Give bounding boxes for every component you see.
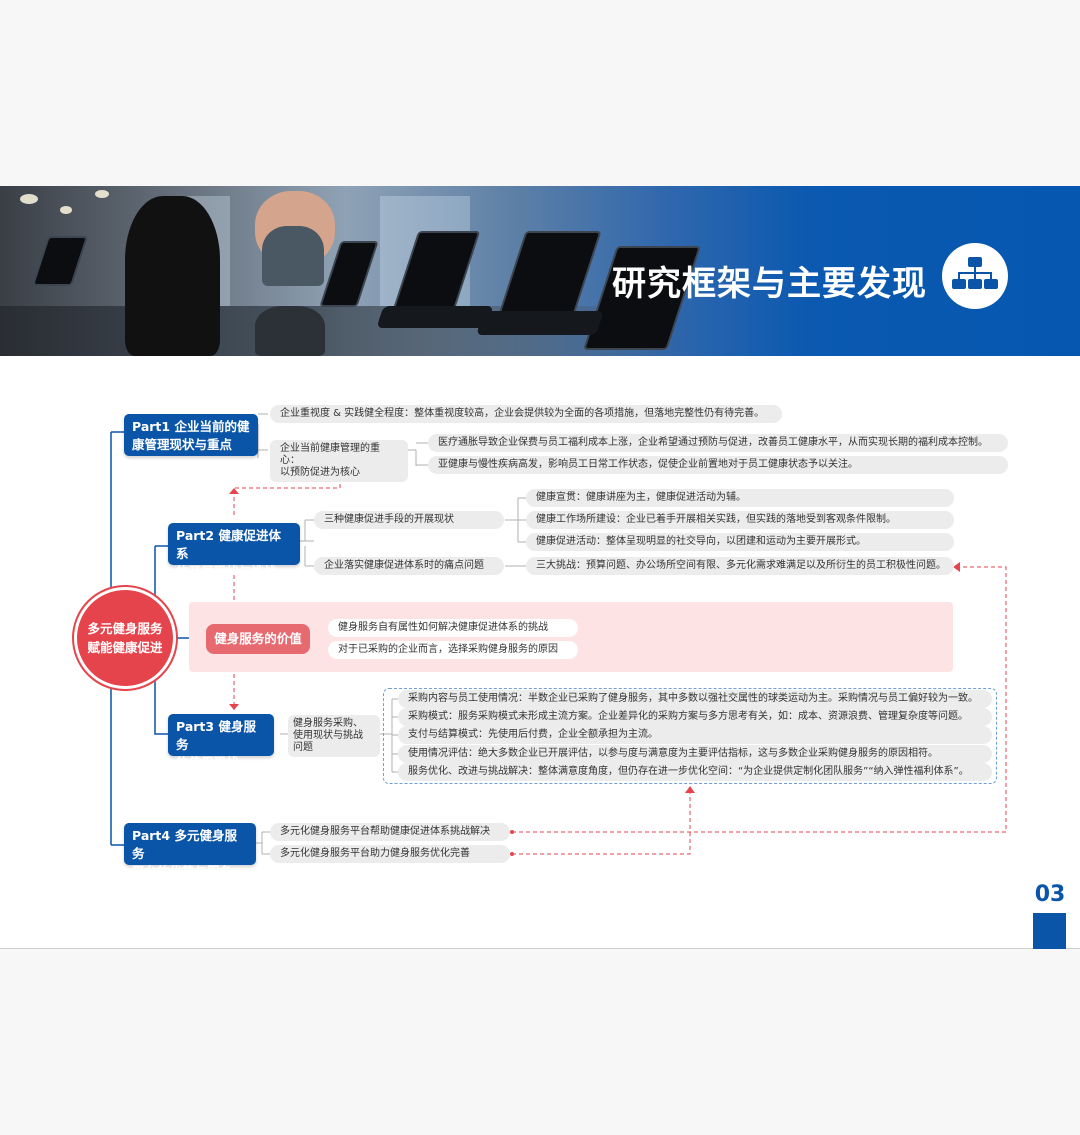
page-tab — [1033, 913, 1066, 949]
value-item1: 健身服务自有属性如何解决健康促进体系的挑战 — [328, 619, 578, 637]
part2-node: Part2 健康促进体系 的开展现状与挑战 — [168, 523, 300, 579]
part1-item2: 企业当前健康管理的重心： 以预防促进为核心 — [270, 440, 408, 482]
part3-sub1: 采购内容与员工使用情况：半数企业已采购了健身服务，其中多数以强社交属性的球类运动… — [398, 690, 992, 708]
runner-male — [125, 196, 220, 356]
part3-title-line1: Part3 健身服务 — [176, 719, 256, 752]
part3-sub3: 支付与结算模式：先使用后付费，企业全额承担为主流。 — [398, 726, 992, 744]
page-title: 研究框架与主要发现 — [612, 264, 927, 304]
ceiling-light — [95, 190, 109, 198]
part3-mid-line3: 问题 — [293, 742, 313, 753]
part3-mid-line1: 健身服务采购、 — [293, 718, 363, 729]
part1-sub2: 亚健康与慢性疾病高发，影响员工日常工作状态，促使企业前置地对于员工健康状态予以关… — [428, 456, 1008, 474]
part2-sub3: 健康促进活动：整体呈现明显的社交导向，以团建和运动为主要开展形式。 — [526, 533, 954, 551]
part3-title-line2: 的使用现状 — [176, 755, 239, 770]
value-item2: 对于已采购的企业而言，选择采购健身服务的原因 — [328, 641, 578, 659]
part4-title-line2: 平台的优势与服务 — [132, 864, 233, 879]
part2-title-line2: 的开展现状与挑战 — [176, 564, 277, 579]
part3-sub2: 采购模式：服务采购模式未形成主流方案。企业差异化的采购方案与多方思考有关，如：成… — [398, 708, 992, 726]
runner-female-shorts — [255, 306, 325, 356]
part2-sub1: 健康宣贯：健康讲座为主，健康促进活动为辅。 — [526, 489, 954, 507]
runner-female-top — [262, 226, 324, 286]
part1-item1: 企业重视度 & 实践健全程度：整体重视度较高，企业会提供较为全面的各项措施，但落… — [270, 405, 782, 423]
part1-node: Part1 企业当前的健 康管理现状与重点 — [124, 414, 258, 456]
part4-node: Part4 多元健身服务 平台的优势与服务 — [124, 823, 256, 879]
banner: 研究框架与主要发现 — [0, 186, 1080, 356]
part4-item1: 多元化健身服务平台帮助健康促进体系挑战解决 — [270, 823, 510, 841]
ceiling-light — [60, 206, 72, 214]
part2-sub4: 三大挑战：预算问题、办公场所空间有限、多元化需求难满足以及所衍生的员工积极性问题… — [526, 557, 954, 575]
part4-title-line1: Part4 多元健身服务 — [132, 828, 237, 861]
part3-sub5: 服务优化、改进与挑战解决：整体满意度角度，但仍存在进一步优化空间：“为企业提供定… — [398, 763, 992, 781]
page-number: 03 — [1034, 882, 1066, 907]
center-line2: 赋能健康促进 — [87, 640, 163, 655]
part1-item2-line1: 企业当前健康管理的重心： — [280, 443, 380, 466]
part2-item1: 三种健康促进手段的开展现状 — [314, 511, 504, 529]
part3-node: Part3 健身服务 的使用现状 — [168, 714, 274, 770]
part2-sub2: 健康工作场所建设：企业已着手开展相关实践，但实践的落地受到客观条件限制。 — [526, 511, 954, 529]
part1-title-line2: 康管理现状与重点 — [132, 437, 233, 452]
part1-item2-line2: 以预防促进为核心 — [280, 467, 360, 478]
part4-item2: 多元化健身服务平台助力健身服务优化完善 — [270, 845, 510, 863]
org-chart-icon — [942, 243, 1008, 309]
part3-dashed-group — [383, 688, 997, 784]
part1-sub1: 医疗通胀导致企业保费与员工福利成本上涨，企业希望通过预防与促进，改善员工健康水平… — [428, 434, 1008, 452]
part3-sub4: 使用情况评估：绝大多数企业已开展评估，以参与度与满意度为主要评估指标，这与多数企… — [398, 745, 992, 763]
part3-mid: 健身服务采购、 使用现状与挑战 问题 — [288, 715, 380, 757]
part2-title-line1: Part2 健康促进体系 — [176, 528, 281, 561]
value-node: 健身服务的价值 — [206, 624, 310, 654]
center-line1: 多元健身服务 — [87, 621, 163, 636]
part3-mid-line2: 使用现状与挑战 — [293, 730, 363, 741]
part2-item2: 企业落实健康促进体系时的痛点问题 — [314, 557, 504, 575]
value-band — [189, 602, 953, 672]
center-topic: 多元健身服务 赋能健康促进 — [74, 587, 176, 689]
part1-title-line1: Part1 企业当前的健 — [132, 419, 250, 434]
ceiling-light — [20, 194, 38, 204]
